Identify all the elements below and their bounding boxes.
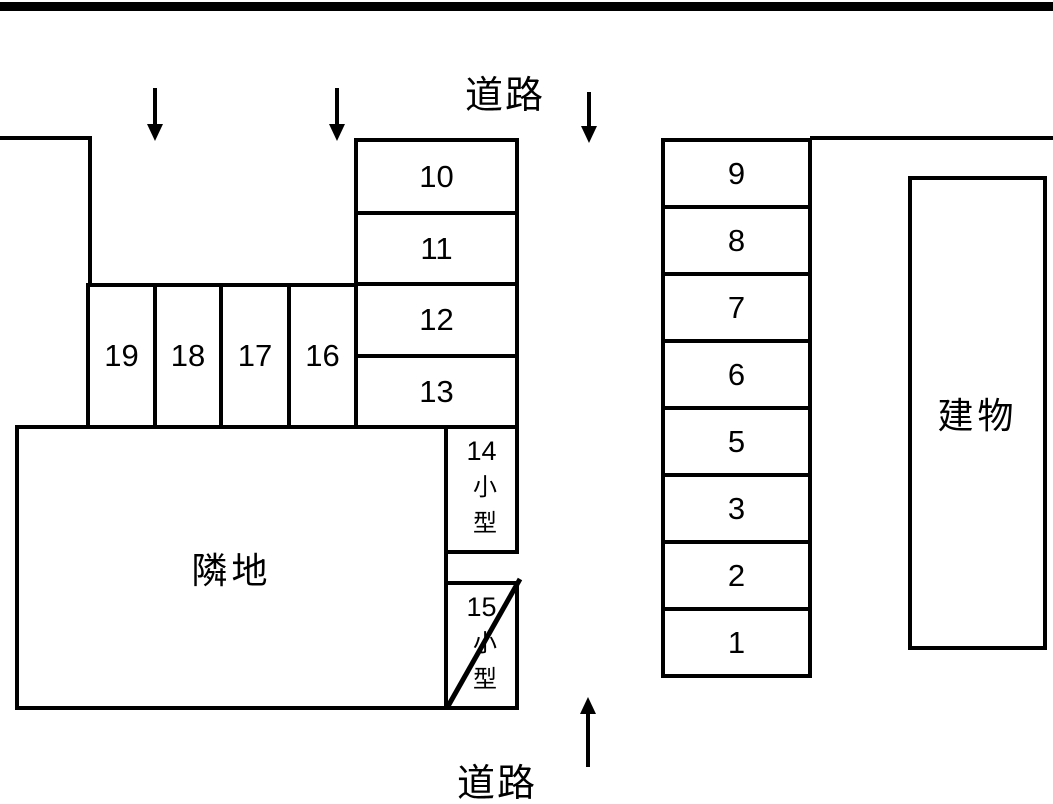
road-bottom-label: 道路 <box>456 762 537 804</box>
parking-space-12: 12 <box>419 302 454 337</box>
left-boundary-line <box>0 136 92 285</box>
compact-type-label: 小型 <box>468 473 496 546</box>
parking-space-10: 10 <box>419 158 454 194</box>
down-arrow-icon <box>329 88 345 141</box>
down-arrow-icon <box>581 92 597 143</box>
adjacent-land-label: 隣地 <box>191 549 272 591</box>
building-outline <box>908 176 1047 650</box>
parking-space-13: 13 <box>419 373 454 409</box>
road-edge-top-line <box>0 2 1053 11</box>
building-label: 建物 <box>937 395 1018 436</box>
parking-space-2: 2 <box>727 557 746 593</box>
parking-space-16: 16 <box>305 338 340 373</box>
up-arrow-icon <box>580 697 596 767</box>
parking-space-8: 8 <box>727 222 746 258</box>
space-number: 14 <box>466 435 497 466</box>
space-number: 15 <box>466 591 497 622</box>
parking-space-6: 6 <box>727 356 746 392</box>
adjacent-land-outline <box>15 425 448 710</box>
compact-type-label: 小型 <box>468 629 496 702</box>
parking-space-15-compact: 15 小型 <box>446 583 517 708</box>
parking-space-17: 17 <box>237 338 273 373</box>
parking-space-1: 1 <box>727 624 746 660</box>
parking-space-19: 19 <box>104 338 139 373</box>
parking-space-11: 11 <box>420 230 453 266</box>
space-14-outline <box>444 425 519 554</box>
parking-space-3: 3 <box>727 490 746 526</box>
space-15-outline <box>444 581 519 710</box>
parking-space-5: 5 <box>727 423 746 459</box>
parking-space-14-compact: 14 小型 <box>446 427 517 552</box>
road-top-label: 道路 <box>464 74 545 117</box>
parking-space-9: 9 <box>727 155 746 191</box>
parking-space-7: 7 <box>727 289 746 325</box>
space-15-strike-line <box>444 577 523 710</box>
parking-space-18: 18 <box>170 338 206 373</box>
down-arrow-icon <box>147 88 163 141</box>
